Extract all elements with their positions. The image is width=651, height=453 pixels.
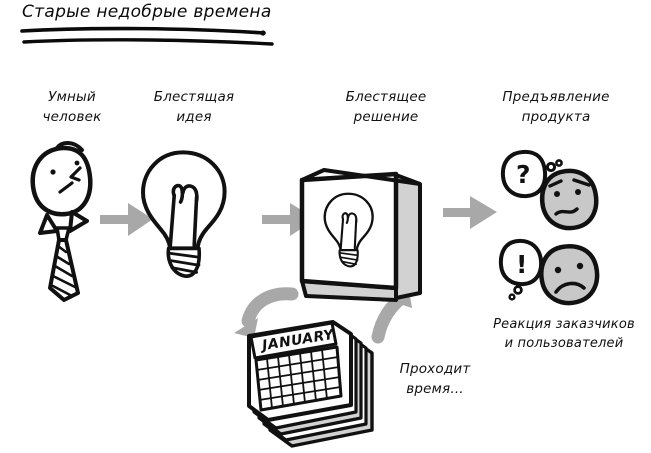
label-customer-reaction-line2: и пользователей <box>504 335 624 351</box>
lightbulb-idea-icon <box>143 152 225 276</box>
label-smart-person-line2: человек <box>42 108 102 125</box>
label-brilliant-idea-line2: идея <box>176 108 212 125</box>
confused-face-group: ? <box>500 149 599 231</box>
label-smart-person: Умный человек <box>17 88 127 127</box>
label-time-passes-line2: время... <box>406 380 464 397</box>
label-brilliant-solution: Блестящее решение <box>320 88 452 127</box>
label-time-passes: Проходит время... <box>383 360 487 399</box>
solution-document <box>299 168 422 302</box>
arrow-solution-to-product <box>443 196 497 229</box>
label-product-presentation-line1: Предъявление <box>502 89 610 105</box>
unhappy-face-group: ! <box>498 238 600 306</box>
label-smart-person-line1: Умный <box>48 89 96 105</box>
label-customer-reaction-line1: Реакция заказчиков <box>493 317 635 332</box>
calendar-stack: JANUARY <box>247 320 374 448</box>
label-brilliant-solution-line2: решение <box>353 108 419 125</box>
title-underline <box>20 26 274 46</box>
exclamation-mark-glyph: ! <box>516 250 527 279</box>
label-customer-reaction: Реакция заказчиков и пользователей <box>480 316 648 354</box>
label-product-presentation: Предъявление продукта <box>480 88 632 127</box>
label-brilliant-idea: Блестящая идея <box>132 88 256 127</box>
label-brilliant-solution-line1: Блестящее <box>345 89 427 105</box>
arrow-person-to-idea <box>100 203 153 236</box>
label-product-presentation-line2: продукта <box>521 108 591 125</box>
label-time-passes-line1: Проходит <box>399 361 471 377</box>
question-mark-glyph: ? <box>516 160 531 189</box>
arrow-solution-to-calendar <box>234 287 299 338</box>
smart-person-figure <box>30 141 93 302</box>
label-brilliant-idea-line1: Блестящая <box>153 89 235 105</box>
page-title: Старые недобрые времена <box>22 2 272 22</box>
